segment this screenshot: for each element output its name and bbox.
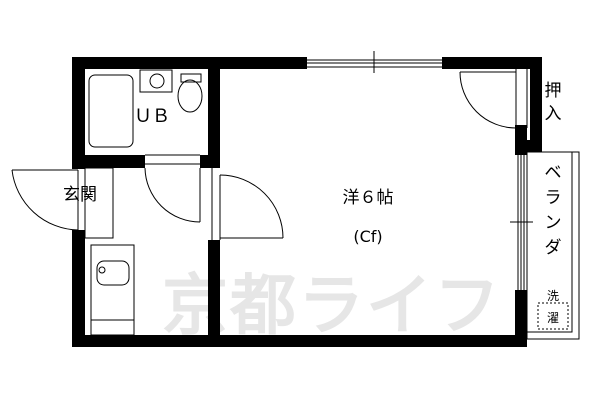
veranda-char-2: ラ	[545, 188, 562, 208]
unit-bath-label: ＵＢ	[134, 106, 170, 127]
washer-label-2: 濯	[547, 311, 559, 325]
washer-label-1: 洗	[547, 289, 559, 303]
closet-label-1: 押	[545, 81, 562, 101]
veranda-char-3: ン	[545, 213, 562, 233]
entrance-label: 玄関	[63, 185, 97, 205]
veranda-char-4: ダ	[545, 238, 562, 258]
walls	[72, 57, 542, 347]
main-room-note: (Cf)	[353, 227, 382, 246]
closet-label-2: 入	[545, 104, 562, 124]
veranda-char-1: ベ	[545, 163, 562, 183]
thin-lines	[11, 51, 580, 340]
main-room-label: 洋６帖	[343, 188, 394, 208]
